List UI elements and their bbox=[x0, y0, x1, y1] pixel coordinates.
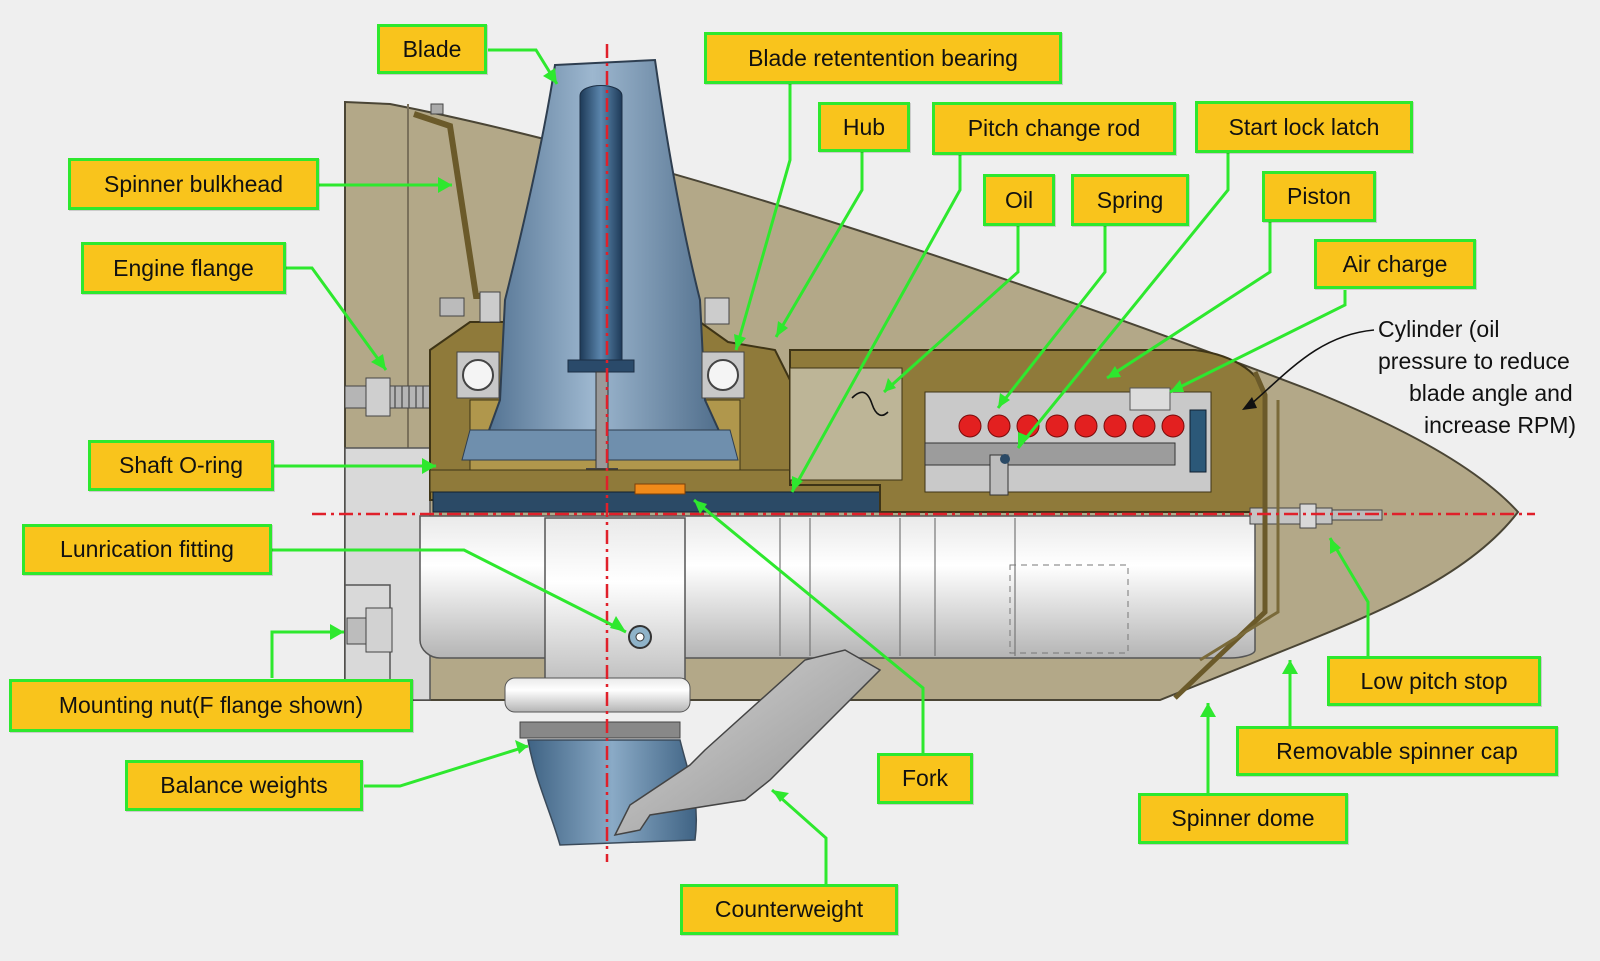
cylinder-note-line-2: pressure to reduce bbox=[1378, 348, 1570, 374]
leader-lubrication bbox=[272, 548, 627, 634]
fork-pin bbox=[634, 483, 686, 495]
leader-cylinder-arrowhead bbox=[1242, 397, 1257, 410]
label-hub: Hub bbox=[818, 102, 910, 152]
leader-oil bbox=[882, 226, 1020, 394]
label-blade-retention-bearing: Blade retentention bearing bbox=[704, 32, 1062, 84]
leader-engine-flange bbox=[286, 266, 388, 371]
label-piston: Piston bbox=[1262, 171, 1376, 222]
label-pitch-change-rod: Pitch change rod bbox=[932, 102, 1176, 155]
label-balance-weights: Balance weights bbox=[125, 760, 363, 811]
label-engine-flange: Engine flange bbox=[81, 242, 286, 294]
latch-pin bbox=[1000, 454, 1010, 464]
leader-air-charge bbox=[1169, 290, 1347, 394]
lower-blade-socket bbox=[544, 517, 686, 701]
label-spinner-bulkhead: Spinner bulkhead bbox=[68, 158, 319, 210]
spring-coils bbox=[958, 414, 1185, 438]
label-spring: Spring bbox=[1071, 174, 1189, 226]
label-spinner-dome: Spinner dome bbox=[1138, 793, 1348, 844]
leader-arrowheads bbox=[330, 68, 1341, 802]
label-fork: Fork bbox=[877, 753, 973, 804]
label-shaft-o-ring: Shaft O-ring bbox=[88, 440, 274, 491]
leader-counterweight bbox=[771, 788, 828, 884]
label-mounting-nut: Mounting nut(F flange shown) bbox=[9, 679, 413, 732]
lower-clamp-ring bbox=[504, 677, 691, 713]
leader-start-lock bbox=[1016, 153, 1230, 449]
mounting-nut bbox=[346, 607, 393, 653]
label-start-lock-latch: Start lock latch bbox=[1195, 101, 1413, 153]
label-blade: Blade bbox=[377, 24, 487, 74]
blade-rod-collar bbox=[567, 359, 635, 373]
leader-blade-retention bbox=[734, 84, 792, 351]
barrel-ring-lines bbox=[779, 518, 1016, 656]
retention-bearings bbox=[439, 291, 745, 399]
lower-bearing-ring bbox=[519, 721, 681, 739]
cylinder-note-line-3: blade angle and bbox=[1409, 380, 1573, 406]
label-low-pitch-stop: Low pitch stop bbox=[1327, 656, 1541, 706]
leader-mounting-nut bbox=[270, 630, 344, 678]
pitch-change-rod bbox=[432, 491, 881, 513]
label-oil: Oil bbox=[983, 174, 1055, 226]
removable-spinner-cap-plate bbox=[1173, 371, 1268, 700]
leader-blade bbox=[488, 48, 559, 85]
barrel-dashed-feature bbox=[1009, 564, 1129, 654]
bulkhead-bolt bbox=[430, 103, 444, 115]
leader-cylinder bbox=[1249, 329, 1375, 406]
crankcase-step bbox=[345, 584, 391, 700]
start-lock-latch bbox=[989, 454, 1009, 496]
leader-pitch-rod bbox=[790, 155, 962, 493]
label-lubrication-fitting: Lunrication fitting bbox=[22, 524, 272, 575]
leader-low-pitch-stop bbox=[1328, 537, 1370, 656]
leader-balance-weights bbox=[364, 744, 529, 788]
label-air-charge: Air charge bbox=[1314, 239, 1476, 289]
cylinder-note-line-4: increase RPM) bbox=[1424, 412, 1577, 438]
piston-rod bbox=[924, 442, 1176, 466]
label-counterweight: Counterweight bbox=[680, 884, 898, 935]
spinner-dome-edge bbox=[1199, 400, 1280, 662]
leader-piston bbox=[1106, 222, 1272, 380]
label-removable-spinner-cap: Removable spinner cap bbox=[1236, 726, 1558, 776]
engine-crankcase bbox=[344, 447, 431, 701]
blade-inner-rod bbox=[579, 85, 623, 361]
air-charge-valve bbox=[1129, 387, 1171, 411]
leader-hub bbox=[774, 152, 864, 338]
piston-plate bbox=[1189, 409, 1207, 473]
cylinder-note-line-1: Cylinder (oil bbox=[1378, 316, 1500, 342]
counterweight-arm bbox=[613, 649, 882, 837]
leader-fork bbox=[693, 498, 925, 753]
oil-wave bbox=[851, 391, 889, 417]
leader-spring bbox=[996, 226, 1107, 409]
